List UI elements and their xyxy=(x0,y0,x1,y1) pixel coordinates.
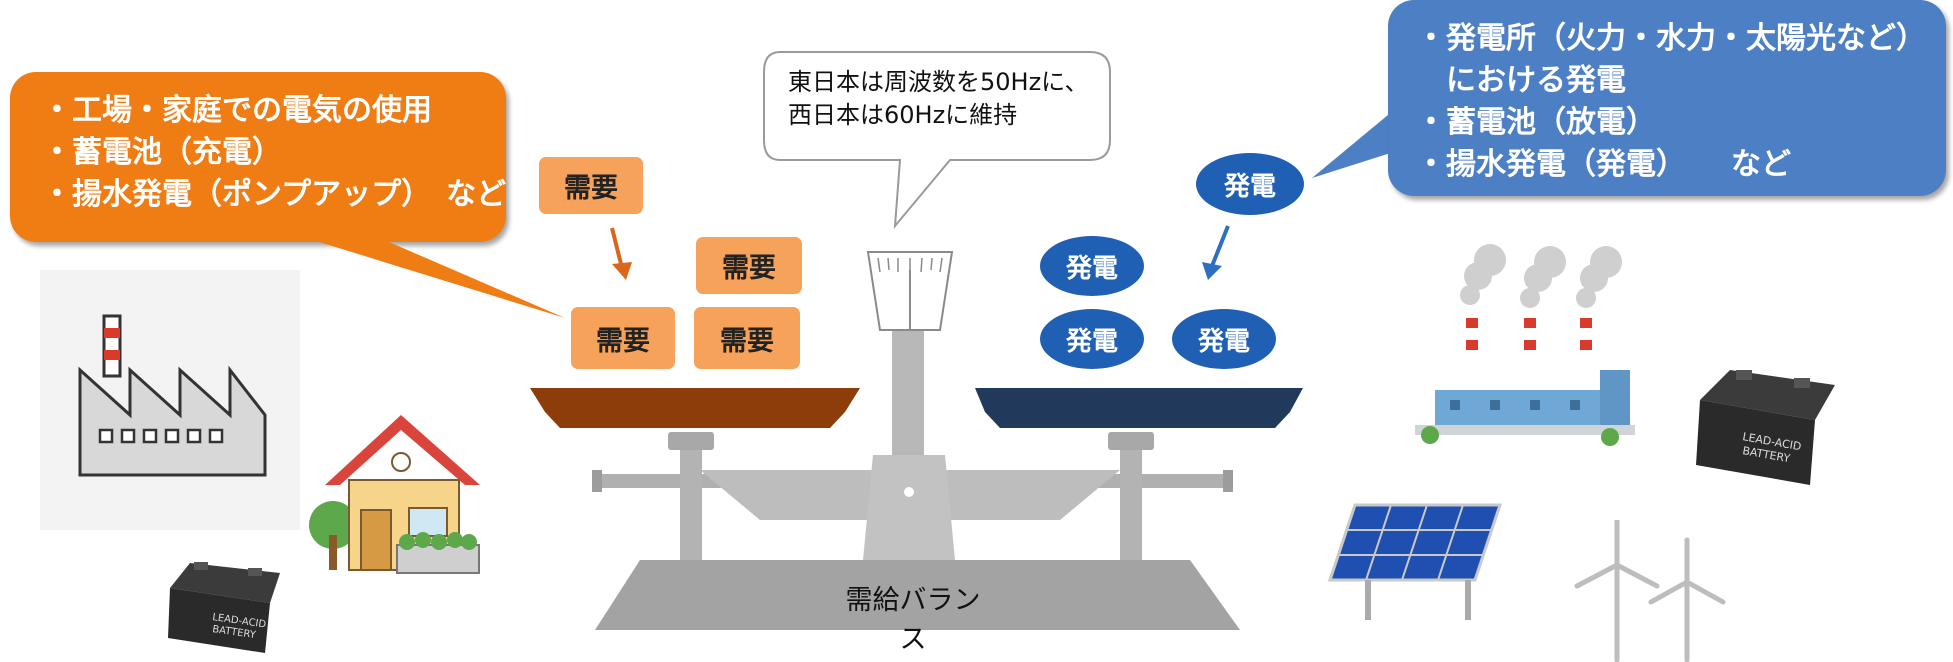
supply-circle: 発電 xyxy=(1040,236,1144,296)
right-post xyxy=(1120,440,1142,560)
supply-callout-line: ・揚水発電（発電） など xyxy=(1416,147,1791,182)
supply-circle: 発電 xyxy=(1196,153,1304,215)
demand-block: 需要 xyxy=(571,307,675,369)
supply-circle: 発電 xyxy=(1172,309,1276,369)
speech-line: 西日本は60Hzに維持 xyxy=(788,101,1018,129)
demand-block: 需要 xyxy=(694,307,800,369)
demand-arrow-icon xyxy=(610,227,632,280)
supply-circle: 発電 xyxy=(1040,309,1144,369)
battery-icon: LEAD-ACID BATTERY xyxy=(168,562,280,653)
supply-pan xyxy=(975,388,1303,428)
house-icon xyxy=(309,415,480,574)
supply-callout-line: における発電 xyxy=(1416,63,1626,98)
demand-callout-line: ・揚水発電（ポンプアップ） など xyxy=(42,177,507,212)
speech-line: 東日本は周波数を50Hzに、 xyxy=(788,68,1089,96)
demand-pan xyxy=(530,388,860,428)
demand-block: 需要 xyxy=(696,237,802,294)
speech-bubble: 東日本は周波数を50Hzに、 西日本は60Hzに維持 xyxy=(788,66,1088,132)
demand-callout-line: ・工場・家庭での電気の使用 xyxy=(42,93,432,128)
scale-label: 需給バランス xyxy=(845,585,981,655)
supply-arrow-icon xyxy=(1202,225,1230,280)
solar-panel-icon xyxy=(1327,503,1503,620)
supply-callout-line: ・発電所（火力・水力・太陽光など） xyxy=(1416,21,1926,56)
supply-callout-line: ・蓄電池（放電） xyxy=(1416,105,1656,140)
supply-callout: ・発電所（火力・水力・太陽光など） における発電 ・蓄電池（放電） ・揚水発電（… xyxy=(1388,0,1946,196)
scale-base xyxy=(595,560,1240,630)
speech-bubble-shape xyxy=(763,51,1111,230)
demand-callout-tail xyxy=(300,236,565,318)
power-plant-icon xyxy=(1415,244,1635,446)
left-post xyxy=(680,440,702,560)
demand-block: 需要 xyxy=(539,157,643,214)
wind-turbine-icon xyxy=(1574,520,1726,662)
demand-callout: ・工場・家庭での電気の使用 ・蓄電池（充電） ・揚水発電（ポンプアップ） など xyxy=(10,72,506,242)
factory-icon xyxy=(40,270,300,530)
demand-callout-line: ・蓄電池（充電） xyxy=(42,135,282,170)
supply-callout-tail xyxy=(1312,105,1400,178)
battery-icon: LEAD-ACID BATTERY xyxy=(1696,370,1835,485)
